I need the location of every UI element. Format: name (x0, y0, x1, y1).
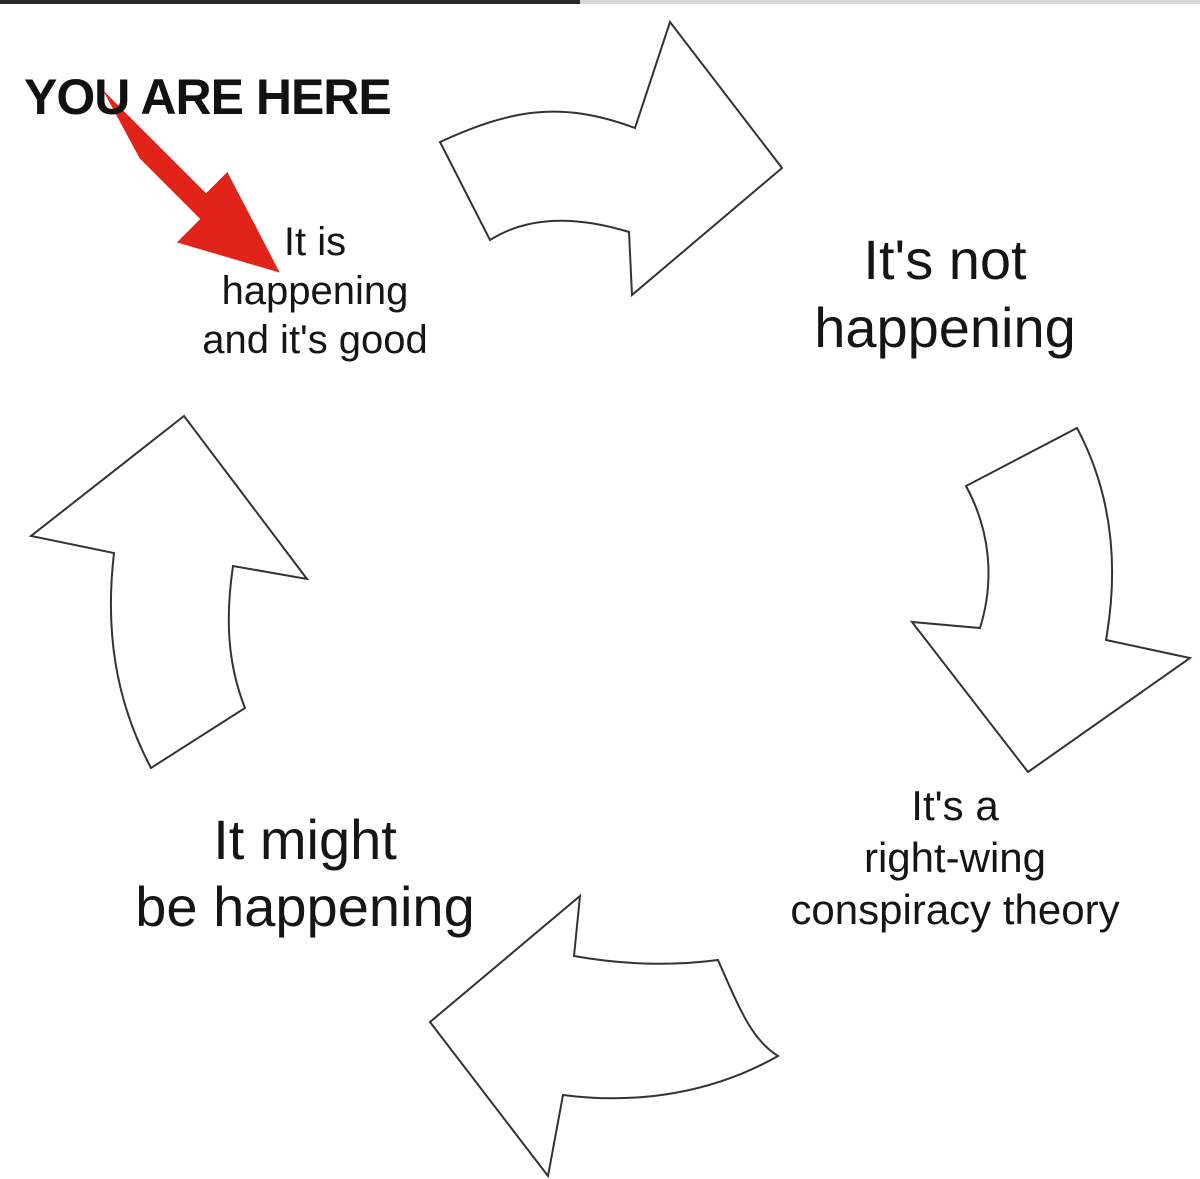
stage-line: It might (213, 808, 397, 871)
you-are-here-label: YOU ARE HERE (24, 69, 392, 125)
top-border-light (580, 0, 1200, 4)
stage-line: It's a (911, 782, 999, 829)
cycle-arrow-right-down-icon (909, 426, 1193, 774)
stage-line: It is (283, 220, 347, 264)
cycle-arrow-left-up-icon (28, 414, 310, 770)
stage-not-happening: It's not happening (775, 226, 1115, 363)
stage-line: be happening (135, 875, 475, 939)
stage-line: and it's good (202, 317, 428, 362)
stage-conspiracy-theory: It's a right-wing conspiracy theory (735, 780, 1175, 936)
stage-line: right-wing (863, 834, 1047, 882)
cycle-arrow-top-right-icon (438, 19, 784, 298)
you-are-here-pointer-icon (103, 90, 280, 273)
stage-line: It's not (863, 228, 1027, 291)
stage-line: conspiracy theory (790, 886, 1120, 934)
cycle-arrow-bottom-left-icon (428, 893, 780, 1179)
stage-line: happening (221, 268, 409, 313)
stage-might-be-happening: It might be happening (100, 806, 510, 940)
stage-happening-and-good: It is happening and it's good (165, 218, 465, 364)
stage-line: happening (814, 296, 1076, 360)
